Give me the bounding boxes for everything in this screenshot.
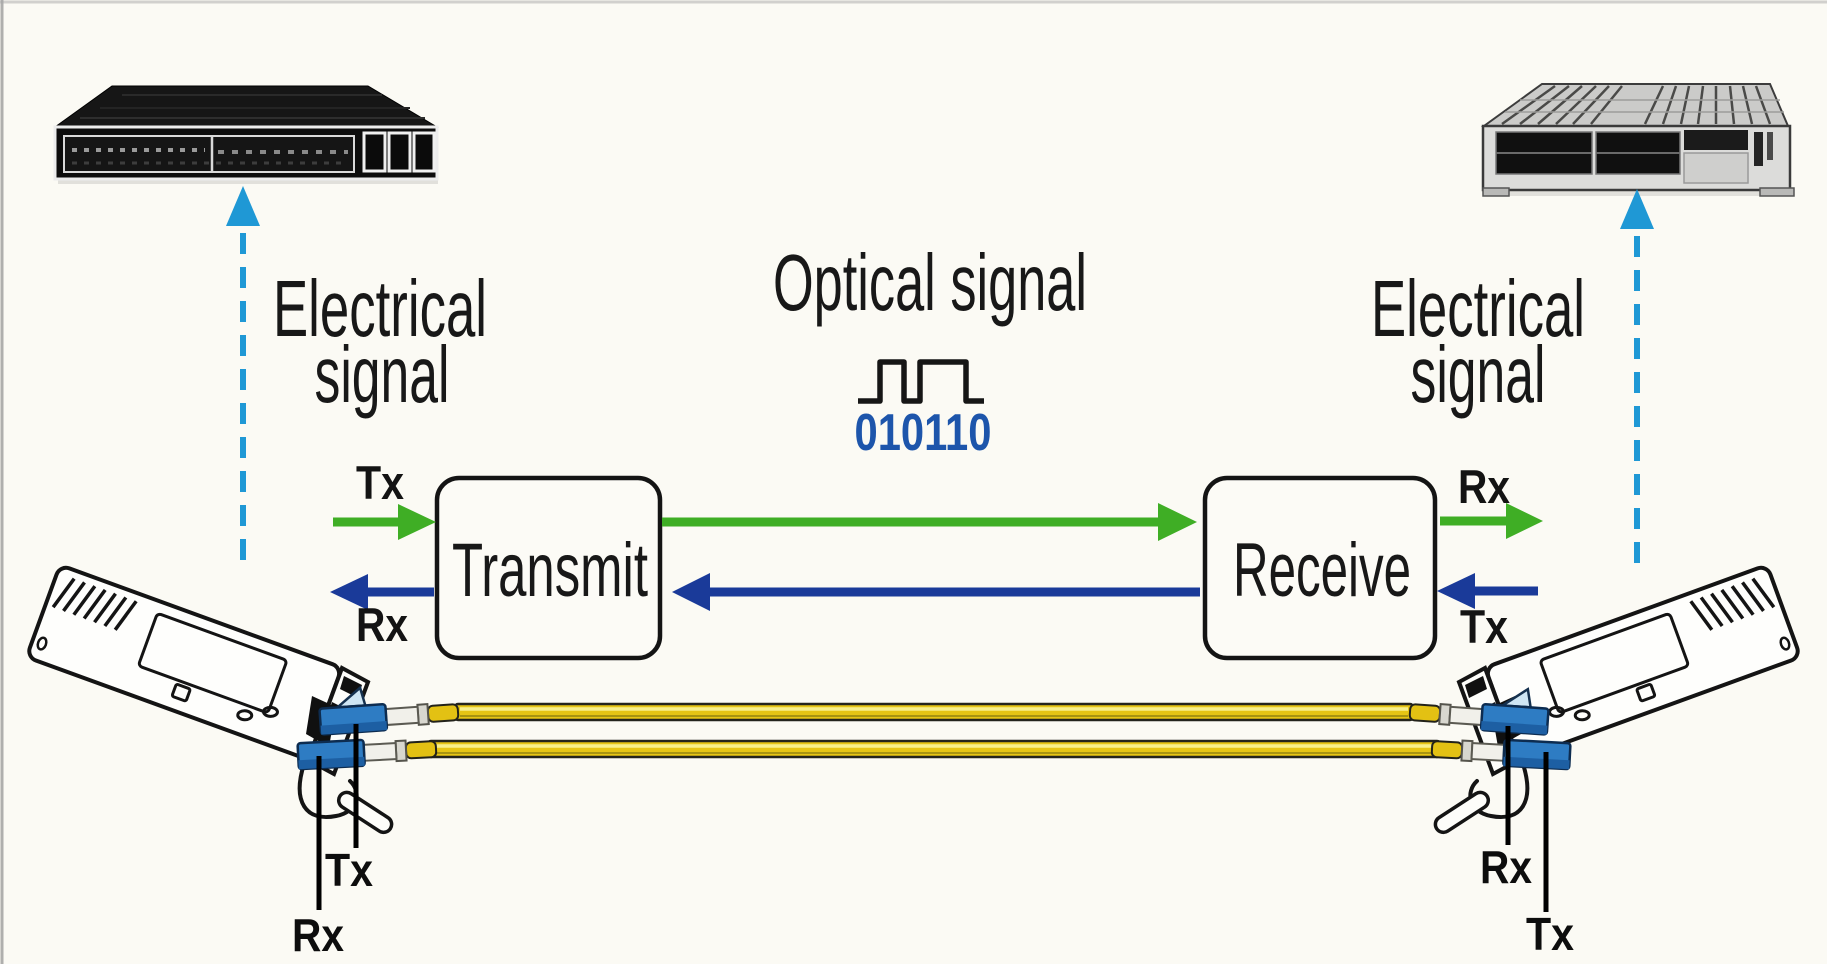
electrical-arrow-left: [226, 186, 260, 560]
line-card-image: [1480, 83, 1795, 197]
optical-waveform-icon: [858, 359, 984, 404]
arrow-right-icon: [1506, 503, 1543, 539]
optical-signal-label: Optical signal: [773, 238, 1087, 327]
arrow-right-icon: [1158, 503, 1197, 541]
optical-navy-arrow: [672, 573, 1200, 611]
electrical-signal-right-line2: signal: [1411, 330, 1546, 419]
lc-connector-left-rx: [296, 738, 438, 771]
arrow-up-icon: [226, 186, 260, 226]
arrow-right-icon: [398, 504, 436, 540]
right-fiber-rx-label: Rx: [1480, 841, 1532, 893]
fiber-cable-top: [453, 702, 1415, 722]
rx-arrow-out-of-transmit: [330, 574, 434, 610]
arrow-left-icon: [672, 573, 710, 611]
transmit-box: Transmit: [434, 475, 663, 661]
receive-box: Receive: [1202, 475, 1438, 661]
transmit-label: Transmit: [452, 528, 648, 613]
electrical-signal-left-line1: Electrical: [273, 264, 487, 353]
left-port-tx-label: Tx: [356, 456, 404, 509]
tx-arrow-into-transmit: [333, 504, 436, 540]
fiber-cable-bottom: [426, 739, 1442, 759]
arrow-left-icon: [330, 574, 368, 610]
electrical-signal-left-line2: signal: [315, 330, 450, 419]
electrical-signal-right-line1: Electrical: [1371, 264, 1585, 353]
arrow-up-icon: [1620, 189, 1654, 229]
electrical-arrow-right: [1620, 189, 1654, 563]
ethernet-switch-image: [53, 85, 439, 184]
receive-label: Receive: [1233, 528, 1411, 613]
right-port-tx-label: Tx: [1460, 600, 1508, 653]
tx-arrow-into-receive: [1437, 573, 1538, 609]
right-fiber-tx-label: Tx: [1526, 908, 1574, 960]
lc-connector-left-tx: [318, 685, 460, 736]
right-port-rx-label: Rx: [1458, 460, 1510, 513]
lc-connector-right-rx: [1408, 687, 1550, 736]
optical-green-arrow: [662, 503, 1197, 541]
lc-connector-right-tx: [1430, 738, 1572, 771]
left-fiber-rx-label: Rx: [292, 909, 344, 961]
arrow-left-icon: [1437, 573, 1475, 609]
left-fiber-tx-label: Tx: [325, 844, 373, 896]
sfp-transceiver-left: [27, 565, 394, 835]
left-port-rx-label: Rx: [356, 598, 408, 651]
binary-sequence-label: 010110: [855, 404, 992, 462]
rx-arrow-out-of-receive: [1440, 503, 1543, 539]
